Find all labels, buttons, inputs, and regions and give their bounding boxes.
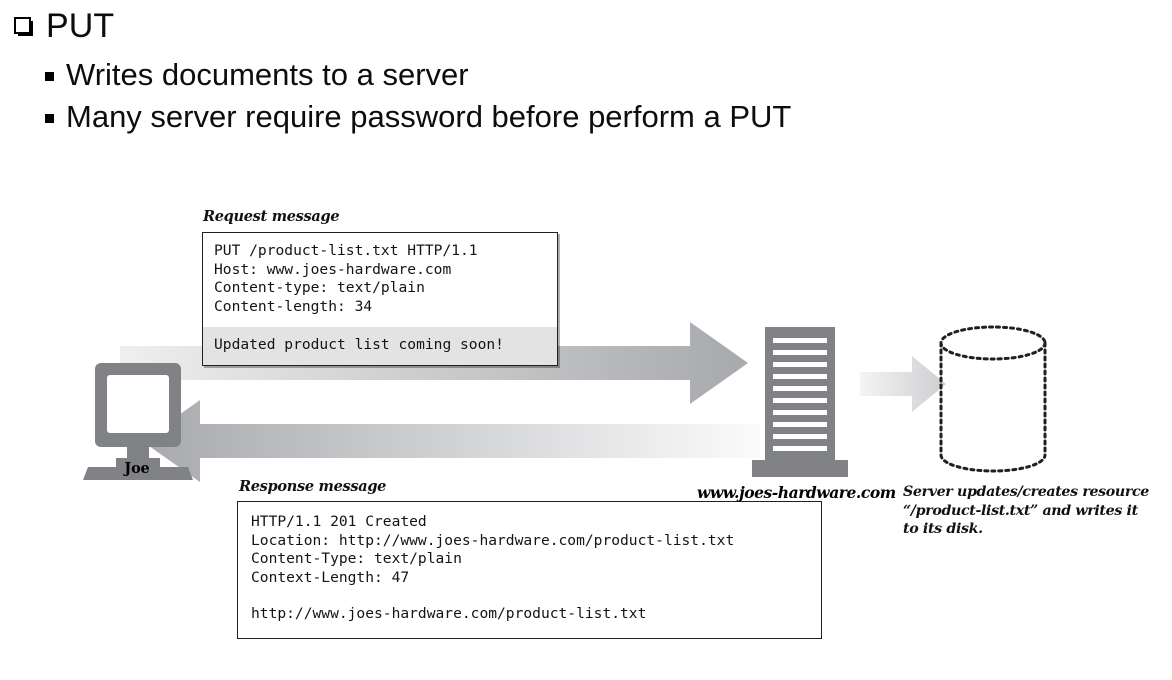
- request-headers-text: PUT /product-list.txt HTTP/1.1 Host: www…: [214, 242, 478, 315]
- small-square-bullet-icon: [45, 114, 54, 123]
- response-body-text: http://www.joes-hardware.com/product-lis…: [251, 605, 647, 623]
- desktop-computer-icon: [83, 363, 193, 480]
- response-message-box: HTTP/1.1 201 Created Location: http://ww…: [237, 501, 822, 639]
- hollow-square-bullet-icon: [14, 17, 33, 36]
- bullet-title-label: PUT: [46, 7, 115, 45]
- response-arrow-left-icon: [142, 400, 760, 482]
- response-message-caption: Response message: [239, 478, 387, 495]
- database-cylinder-icon: [939, 325, 1047, 473]
- server-label: www.joes-hardware.com: [697, 483, 896, 502]
- bullet-sub-label-2: Many server require password before perf…: [66, 99, 792, 134]
- request-message-box: PUT /product-list.txt HTTP/1.1 Host: www…: [202, 232, 558, 366]
- response-headers-text: HTTP/1.1 201 Created Location: http://ww…: [251, 513, 735, 586]
- request-message-caption: Request message: [203, 208, 340, 225]
- bullet-sub-label-1: Writes documents to a server: [66, 57, 469, 92]
- bullet-item-writes-documents: Writes documents to a server: [45, 56, 469, 93]
- small-square-bullet-icon: [45, 72, 54, 81]
- client-label: Joe: [124, 460, 150, 477]
- storage-caption: Server updates/creates resource “/produc…: [903, 484, 1149, 537]
- write-arrow-right-icon: [860, 356, 946, 412]
- bullet-item-password-required: Many server require password before perf…: [45, 98, 791, 135]
- bullet-item-put: PUT: [14, 6, 114, 46]
- server-rack-icon: [752, 327, 848, 477]
- http-put-flow-diagram: Request message PUT /product-list.txt HT…: [0, 188, 1172, 680]
- request-body-text: Updated product list coming soon!: [203, 326, 557, 365]
